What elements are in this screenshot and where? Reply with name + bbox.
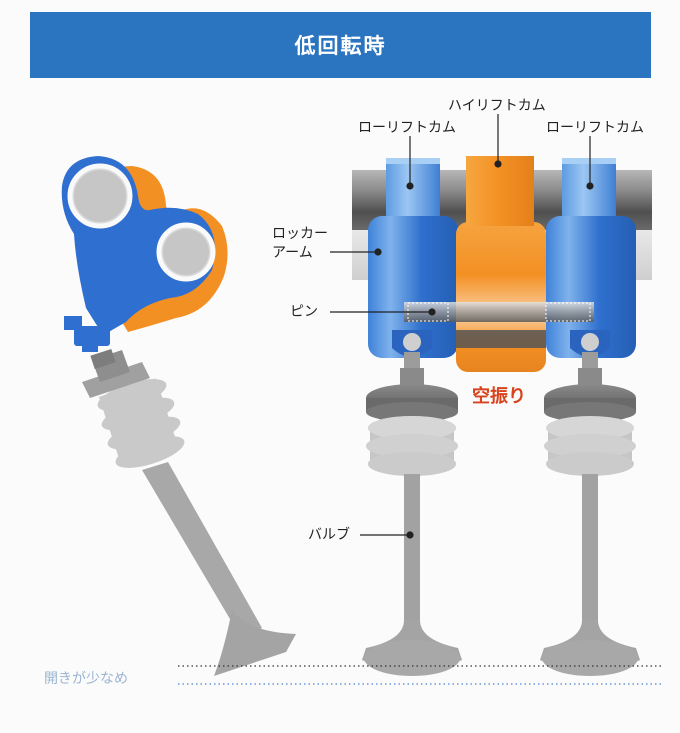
rocker-arm-left-icon bbox=[368, 216, 458, 358]
label-valve: バルブ bbox=[308, 527, 350, 543]
label-pin: ピン bbox=[290, 304, 318, 320]
side-spring-icon bbox=[97, 378, 185, 468]
rocker-arm-side-icon bbox=[61, 156, 228, 352]
label-low-lift-cam-left: ローリフトカム bbox=[358, 120, 456, 136]
label-low-lift-cam-right: ローリフトカム bbox=[546, 120, 644, 136]
rocker-arm-right-icon bbox=[546, 216, 636, 358]
pin-icon bbox=[404, 302, 594, 348]
valve-right-icon bbox=[540, 368, 640, 676]
label-small-opening: 開きが少なめ bbox=[44, 671, 128, 687]
adjuster-left-icon bbox=[392, 330, 432, 372]
side-view-assembly bbox=[61, 156, 296, 676]
front-view-assembly bbox=[330, 114, 652, 676]
label-rocker-arm-2: アーム bbox=[272, 245, 313, 261]
valve-spring-icon bbox=[366, 416, 458, 476]
label-idle-swing: 空振り bbox=[472, 386, 526, 407]
label-rocker-arm-1: ロッカー bbox=[272, 226, 328, 242]
adjuster-right-icon bbox=[570, 330, 610, 372]
side-valve-icon bbox=[82, 348, 296, 676]
page-title: 低回転時 bbox=[30, 12, 651, 78]
valve-spring-icon bbox=[544, 416, 636, 476]
valve-left-icon bbox=[362, 368, 462, 676]
leader-lines bbox=[330, 114, 594, 539]
label-high-lift-cam: ハイリフトカム bbox=[448, 98, 546, 114]
